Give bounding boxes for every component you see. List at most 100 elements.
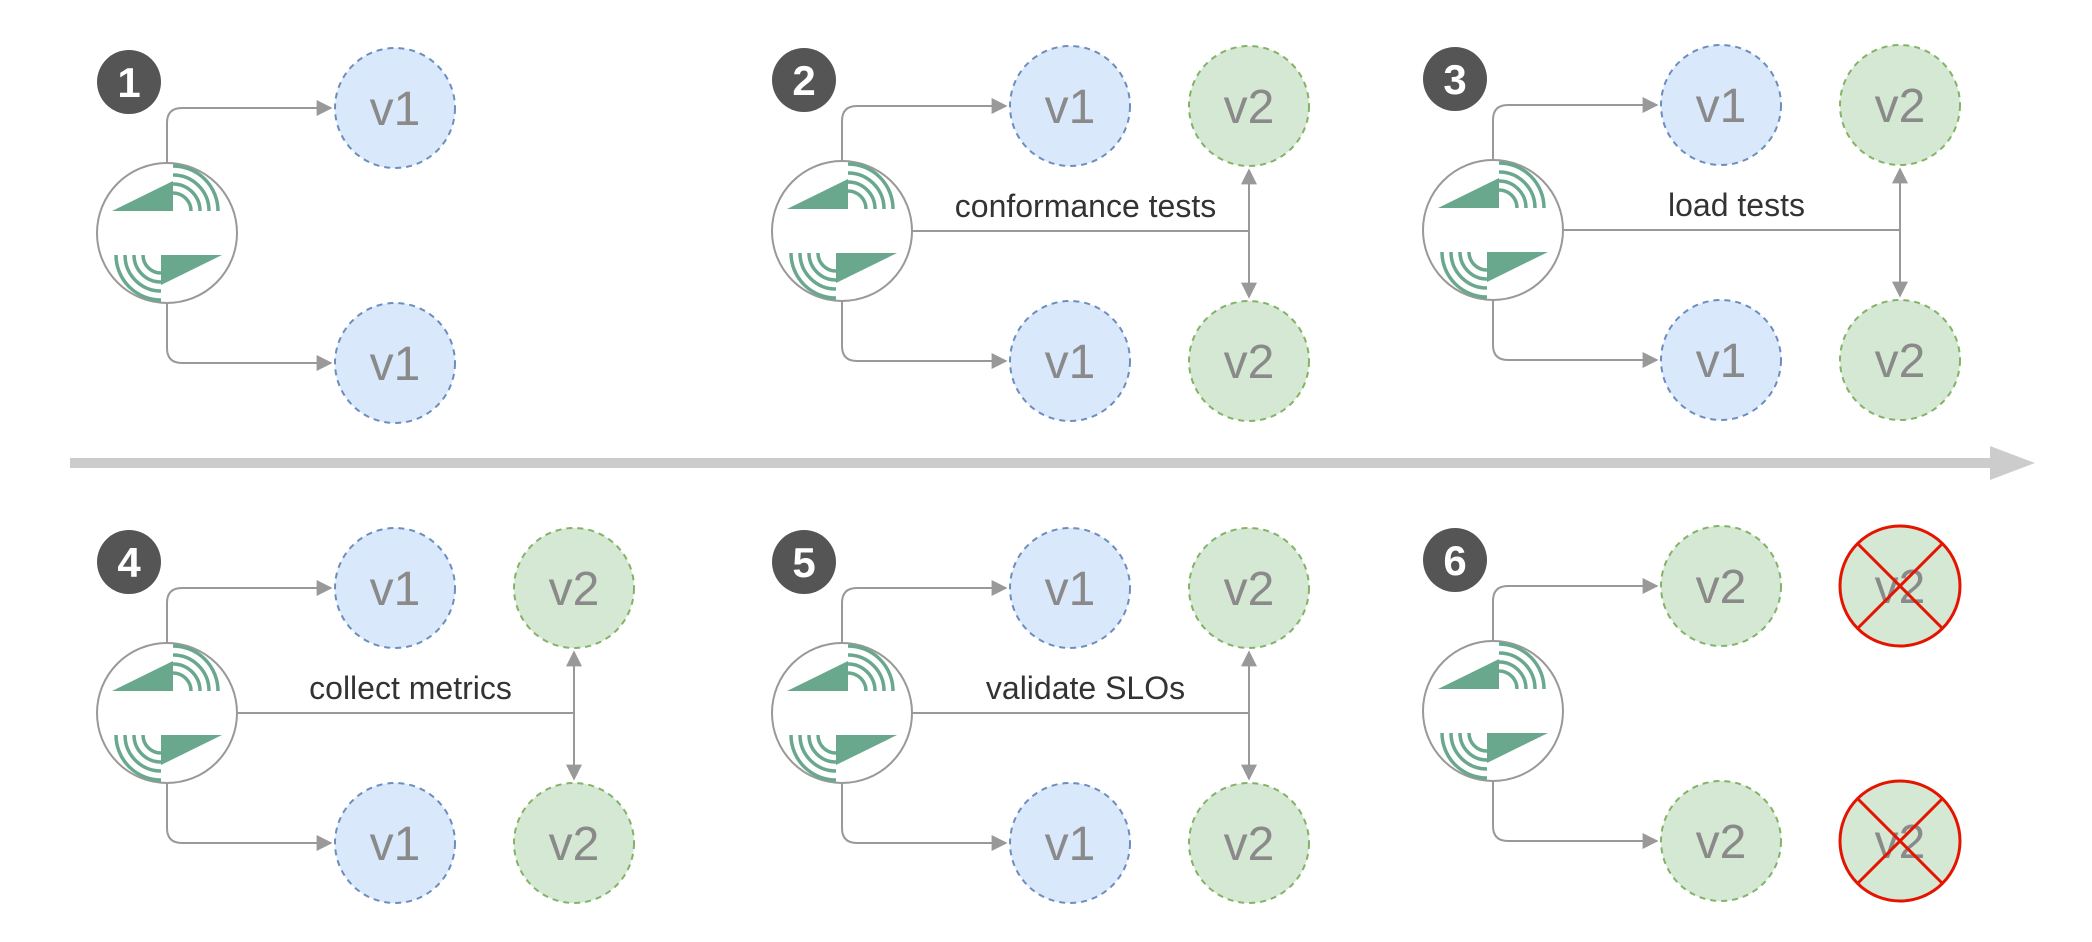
- connectors: [1492, 578, 1659, 849]
- router-hub: [771, 642, 913, 784]
- service-node-label: v2: [1224, 336, 1275, 389]
- router-hub: [771, 160, 913, 302]
- step-number: 6: [1443, 537, 1466, 584]
- timeline: [70, 446, 2035, 480]
- stages: 1 v1 v1 2 conformance tests v1 v1 v2 v2 3 load tes…: [96, 44, 1962, 904]
- connectors: [1492, 97, 1908, 368]
- stage-2: 2 conformance tests v1 v1 v2 v2: [771, 45, 1310, 422]
- service-node-label: v1: [1696, 335, 1747, 388]
- stage-label: load tests: [1668, 187, 1805, 223]
- service-node-label: v1: [1045, 336, 1096, 389]
- service-node-circle: [1660, 780, 1782, 902]
- removed-x-icon: [1838, 524, 1962, 648]
- service-node-circle: [1188, 300, 1310, 422]
- service-node-v1: v1: [1009, 300, 1131, 422]
- connector-top: [841, 580, 1008, 643]
- logo-icon: [787, 162, 897, 300]
- service-node-label: v1: [1045, 818, 1096, 871]
- router-hub: [96, 162, 238, 304]
- service-node-label: v2: [1224, 563, 1275, 616]
- connector-bottom: [841, 783, 1008, 851]
- removed-x-icon: [1838, 779, 1962, 903]
- service-node-label: v2: [549, 563, 600, 616]
- service-node-label: v2: [1875, 335, 1926, 388]
- service-node-circle: [334, 302, 456, 424]
- connector-bottom: [166, 303, 333, 371]
- step-badge: 5: [772, 530, 836, 594]
- router-hub: [96, 642, 238, 784]
- service-node-label: v2: [1696, 816, 1747, 869]
- service-node-v1: v1: [334, 527, 456, 649]
- service-node-v2: v2: [1188, 527, 1310, 649]
- connector-bottom: [1492, 781, 1659, 849]
- service-node-circle: [1009, 527, 1131, 649]
- service-node-circle: [334, 527, 456, 649]
- step-number: 1: [117, 59, 140, 106]
- connectors: [841, 98, 1257, 369]
- service-node-v1: v1: [1009, 45, 1131, 167]
- service-node-v2: v2: [513, 782, 635, 904]
- service-node-label: v2: [1224, 818, 1275, 871]
- service-node-v2: v2: [1660, 525, 1782, 647]
- service-node-circle: [1009, 300, 1131, 422]
- service-node-label: v1: [1045, 81, 1096, 134]
- logo-icon: [112, 164, 222, 302]
- timeline-arrowhead: [1990, 446, 2035, 480]
- service-node-circle: [1839, 299, 1961, 421]
- service-node-v2: v2: [1188, 45, 1310, 167]
- service-node-v2: v2: [1660, 780, 1782, 902]
- service-node-v1: v1: [1660, 44, 1782, 166]
- connectors: [166, 100, 333, 371]
- connectors: [166, 580, 582, 851]
- stage-label: conformance tests: [955, 188, 1216, 224]
- service-node-label: v1: [370, 563, 421, 616]
- step-badge: 6: [1423, 528, 1487, 592]
- connector-top: [1492, 578, 1659, 641]
- service-node-label: v1: [1696, 80, 1747, 133]
- connector-top: [841, 98, 1008, 161]
- service-node-label: v1: [370, 83, 421, 136]
- stage-1: 1 v1 v1: [96, 47, 456, 424]
- service-node-circle: [1188, 782, 1310, 904]
- step-number: 2: [792, 57, 815, 104]
- service-node-circle: [334, 47, 456, 169]
- stage-6: 6v2v2v2v2: [1422, 524, 1962, 903]
- service-node-label: v2: [549, 818, 600, 871]
- stage-5: 5 validate SLOs v1 v1 v2 v2: [771, 527, 1310, 904]
- service-node-v2: v2: [1839, 299, 1961, 421]
- service-node-circle: [513, 527, 635, 649]
- step-badge: 2: [772, 48, 836, 112]
- service-node-v1: v1: [334, 782, 456, 904]
- service-node-v1: v1: [1660, 299, 1782, 421]
- connector-bottom: [841, 301, 1008, 369]
- connectors: [841, 580, 1257, 851]
- connector-top: [1492, 97, 1659, 160]
- step-badge: 3: [1423, 47, 1487, 111]
- service-node-v1: v1: [1009, 527, 1131, 649]
- service-node-circle: [1009, 45, 1131, 167]
- stage-label: validate SLOs: [986, 670, 1185, 706]
- step-number: 5: [792, 539, 815, 586]
- service-node-circle: [1839, 44, 1961, 166]
- logo-icon: [787, 644, 897, 782]
- service-node-v2: v2: [1188, 300, 1310, 422]
- service-node-circle: [334, 782, 456, 904]
- logo-icon: [1438, 642, 1548, 780]
- service-node-label: v1: [370, 338, 421, 391]
- service-node-v2: v2: [1839, 44, 1961, 166]
- stage-label: collect metrics: [309, 670, 512, 706]
- service-node-label: v2: [1696, 561, 1747, 614]
- service-node-v1: v1: [334, 302, 456, 424]
- service-node-circle: [1660, 299, 1782, 421]
- service-node-label: v2: [1224, 81, 1275, 134]
- service-node-circle: [1188, 527, 1310, 649]
- router-hub: [1422, 640, 1564, 782]
- router-hub: [1422, 159, 1564, 301]
- service-node-v2: v2: [1188, 782, 1310, 904]
- stage-3: 3 load tests v1 v1 v2 v2: [1422, 44, 1961, 421]
- service-node-circle: [1009, 782, 1131, 904]
- service-node-label: v1: [1045, 563, 1096, 616]
